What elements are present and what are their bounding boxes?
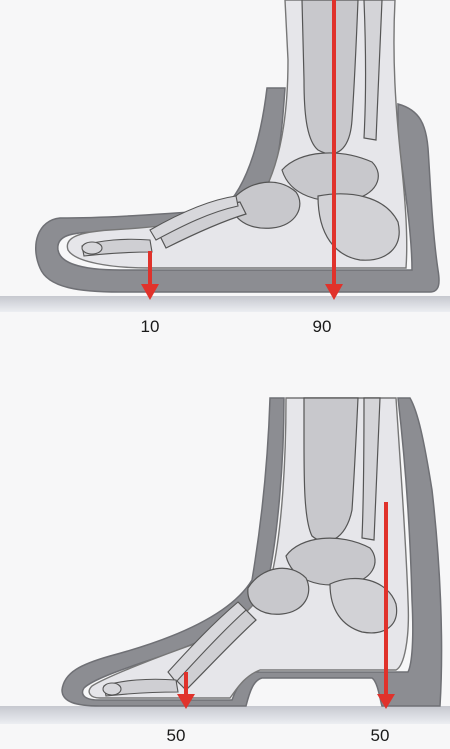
tibia-bottom <box>304 398 358 541</box>
toe-tip-top <box>82 242 102 254</box>
ground-bottom <box>0 706 450 724</box>
load-label-heel-bottom: 50 <box>371 727 390 744</box>
toe-tip-bottom <box>103 683 121 695</box>
load-label-forefoot-top: 10 <box>141 318 160 335</box>
load-label-forefoot-bottom: 50 <box>167 727 186 744</box>
load-label-heel-top: 90 <box>313 318 332 335</box>
ground-top <box>0 296 450 312</box>
tibia-top <box>302 0 358 154</box>
